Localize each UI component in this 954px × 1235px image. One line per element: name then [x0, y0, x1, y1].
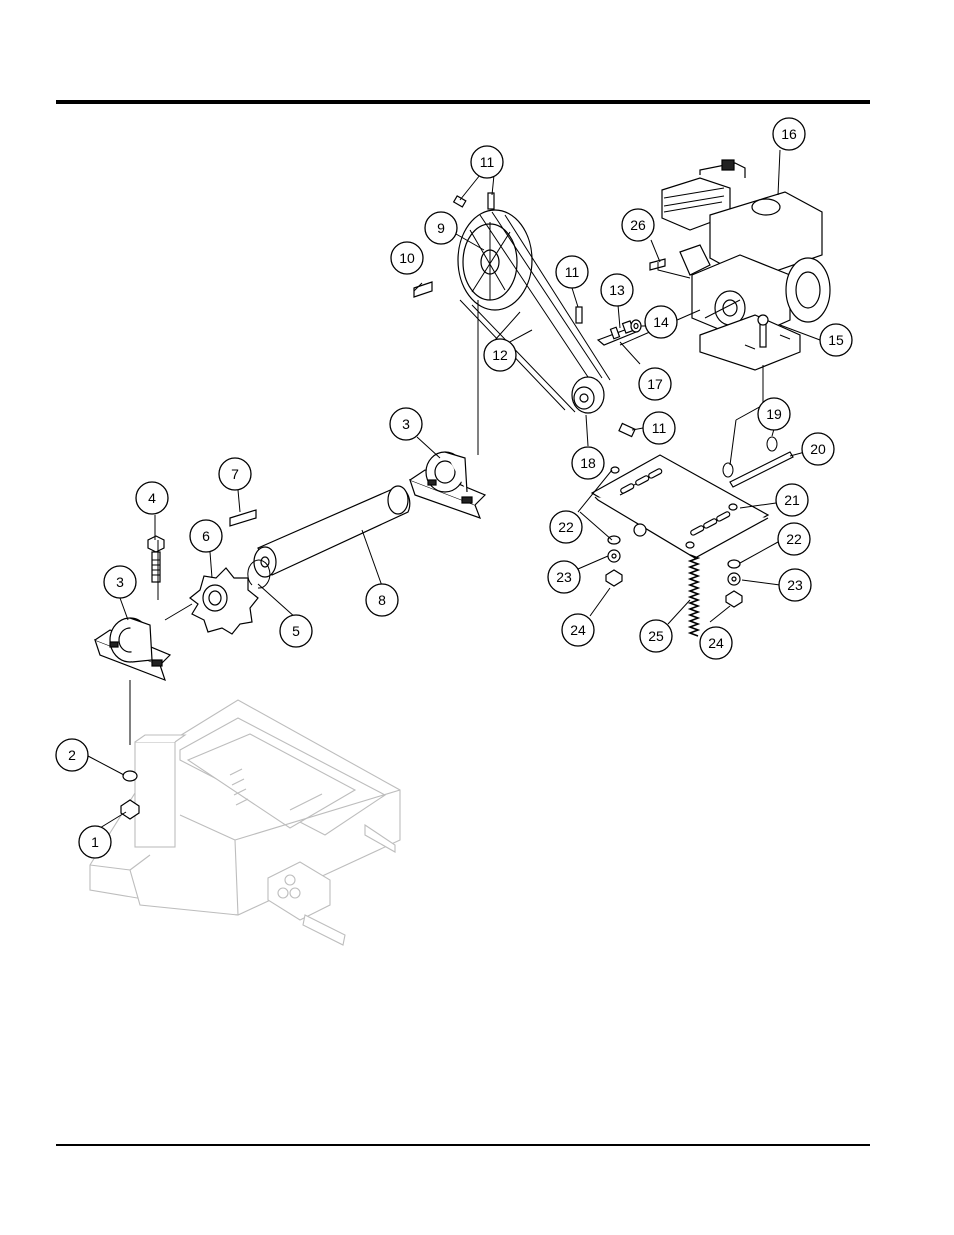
callout-balloon: 24 [562, 614, 594, 646]
hex-bolt [148, 536, 164, 582]
drive-pulley [572, 377, 604, 413]
callout-label: 13 [609, 282, 625, 298]
callout-label: 10 [399, 250, 415, 266]
callout-balloon: 8 [366, 584, 398, 616]
callout-balloon: 20 [802, 433, 834, 465]
callout-label: 11 [480, 154, 495, 170]
callout-label: 7 [231, 466, 239, 482]
callout-label: 12 [492, 347, 508, 363]
callout-label: 23 [787, 577, 803, 593]
callout-balloon: 2 [56, 739, 88, 771]
callout-balloon: 11 [471, 146, 503, 178]
callout-balloon: 15 [820, 324, 852, 356]
callout-label: 1 [91, 834, 99, 850]
callout-balloon: 11 [556, 256, 588, 288]
header-rule [56, 100, 870, 104]
callout-balloon: 9 [425, 212, 457, 244]
callout-balloon: 14 [645, 306, 677, 338]
callout-balloon: 6 [190, 520, 222, 552]
callout-label: 8 [378, 592, 386, 608]
callout-balloon: 16 [773, 118, 805, 150]
callout-label: 20 [810, 441, 826, 457]
callout-label: 19 [766, 406, 782, 422]
callout-balloon: 3 [104, 566, 136, 598]
callout-label: 23 [556, 569, 572, 585]
callout-label: 17 [647, 376, 663, 392]
callout-balloon: 18 [572, 447, 604, 479]
callout-balloon: 4 [136, 482, 168, 514]
callout-label: 4 [148, 490, 156, 506]
callout-label: 14 [653, 314, 669, 330]
callout-balloon: 23 [779, 569, 811, 601]
callout-label: 11 [565, 264, 580, 280]
callout-label: 11 [652, 420, 667, 436]
callout-label: 16 [781, 126, 797, 142]
phantom-mower-frame [90, 700, 400, 945]
callout-label: 6 [202, 528, 210, 544]
driven-pulley [458, 210, 532, 310]
callout-label: 5 [292, 623, 300, 639]
callout-balloon: 26 [622, 209, 654, 241]
callout-balloon: 5 [280, 615, 312, 647]
drive-roller [254, 486, 410, 577]
callout-balloon: 11 [643, 412, 675, 444]
callout-balloon: 3 [390, 408, 422, 440]
callout-label: 21 [784, 492, 800, 508]
callout-label: 9 [437, 220, 445, 236]
callout-balloon: 22 [550, 511, 582, 543]
plate-hardware-right [726, 560, 742, 607]
callout-label: 25 [648, 628, 664, 644]
callout-label: 2 [68, 747, 76, 763]
callout-balloon: 24 [700, 627, 732, 659]
pulley-key [414, 282, 432, 297]
callout-label: 18 [580, 455, 596, 471]
callout-balloon: 7 [219, 458, 251, 490]
key [230, 510, 256, 526]
callout-balloon: 13 [601, 274, 633, 306]
callout-balloon: 1 [79, 826, 111, 858]
callout-balloon: 21 [776, 484, 808, 516]
callout-label: 24 [570, 622, 586, 638]
hinge-pin [730, 452, 793, 487]
callout-balloon: 22 [778, 523, 810, 555]
callout-balloon: 25 [640, 620, 672, 652]
callout-label: 22 [558, 519, 574, 535]
belt-guide-bracket [598, 321, 636, 345]
callout-balloon: 19 [758, 398, 790, 430]
callout-label: 15 [828, 332, 844, 348]
plate-hardware-left [606, 536, 622, 586]
engine [662, 160, 830, 370]
callout-balloon: 23 [548, 561, 580, 593]
flat-washer [631, 320, 641, 332]
pillow-block-bearing-left [95, 618, 170, 680]
callout-balloon: 12 [484, 339, 516, 371]
footer-rule [56, 1144, 870, 1146]
callout-balloon: 17 [639, 368, 671, 400]
tension-spring [690, 555, 698, 636]
callout-label: 22 [786, 531, 802, 547]
callout-balloon: 10 [391, 242, 423, 274]
pillow-block-bearing-right [410, 452, 485, 518]
callout-label: 3 [116, 574, 124, 590]
callout-label: 24 [708, 635, 724, 651]
callout-label: 3 [402, 416, 410, 432]
callout-label: 26 [630, 217, 646, 233]
